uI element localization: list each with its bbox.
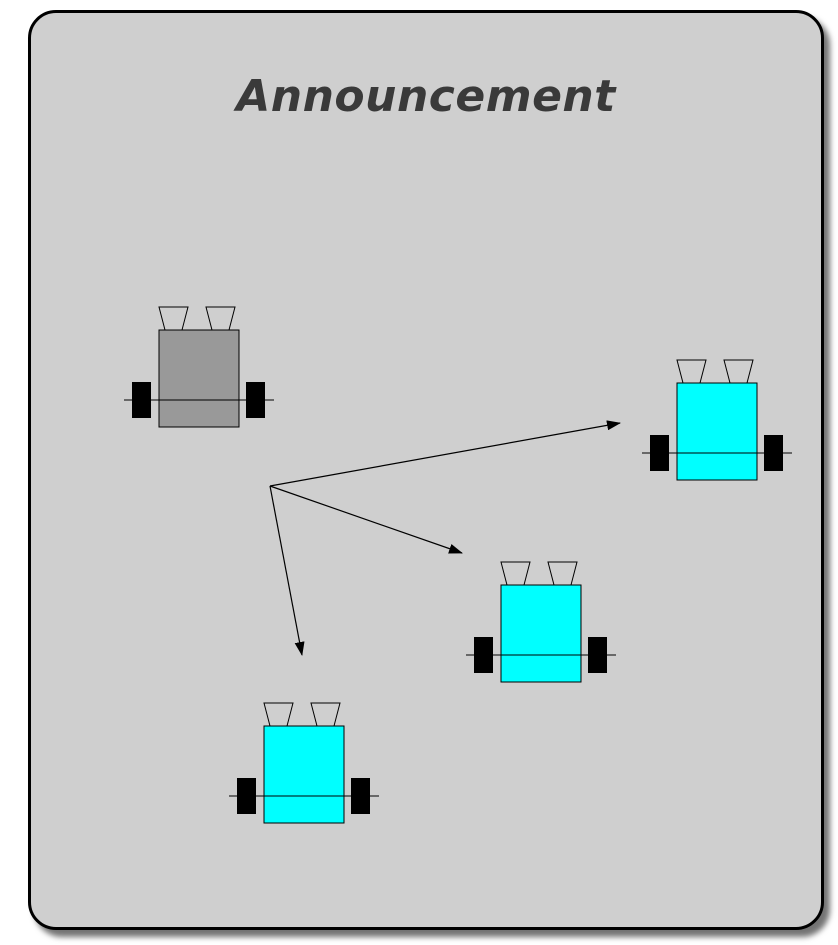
robot-wheel-right [246,382,265,418]
robot-receiver-bottom [229,702,379,824]
robot-wheel-left [650,435,669,471]
arrow-to-right-robot [269,420,621,487]
robot-wheel-right [351,778,370,814]
robot-wheel-right [764,435,783,471]
robot-wheel-right [588,637,607,673]
robot-sensor-right [310,702,341,727]
robot-wheel-left [132,382,151,418]
robot-sensor-left [263,702,294,727]
arrow-to-middle-robot [269,485,463,554]
robot-wheel-left [237,778,256,814]
robot-sensor-left [500,561,531,586]
panel-title: Announcement [236,71,616,122]
robot-receiver-right [642,359,792,481]
robot-sensor-left [676,359,707,384]
robot-sensor-right [723,359,754,384]
robot-body [676,382,758,481]
robot-receiver-middle [466,561,616,683]
robot-sensor-right [205,306,236,331]
robot-sensor-right [547,561,578,586]
robot-body [158,329,240,428]
robot-announcer [124,306,274,428]
robot-body [263,725,345,824]
robot-sensor-left [158,306,189,331]
robot-body [500,584,582,683]
robot-wheel-left [474,637,493,673]
broadcast-arrows [269,420,621,656]
arrow-to-bottom-robot [269,485,305,656]
